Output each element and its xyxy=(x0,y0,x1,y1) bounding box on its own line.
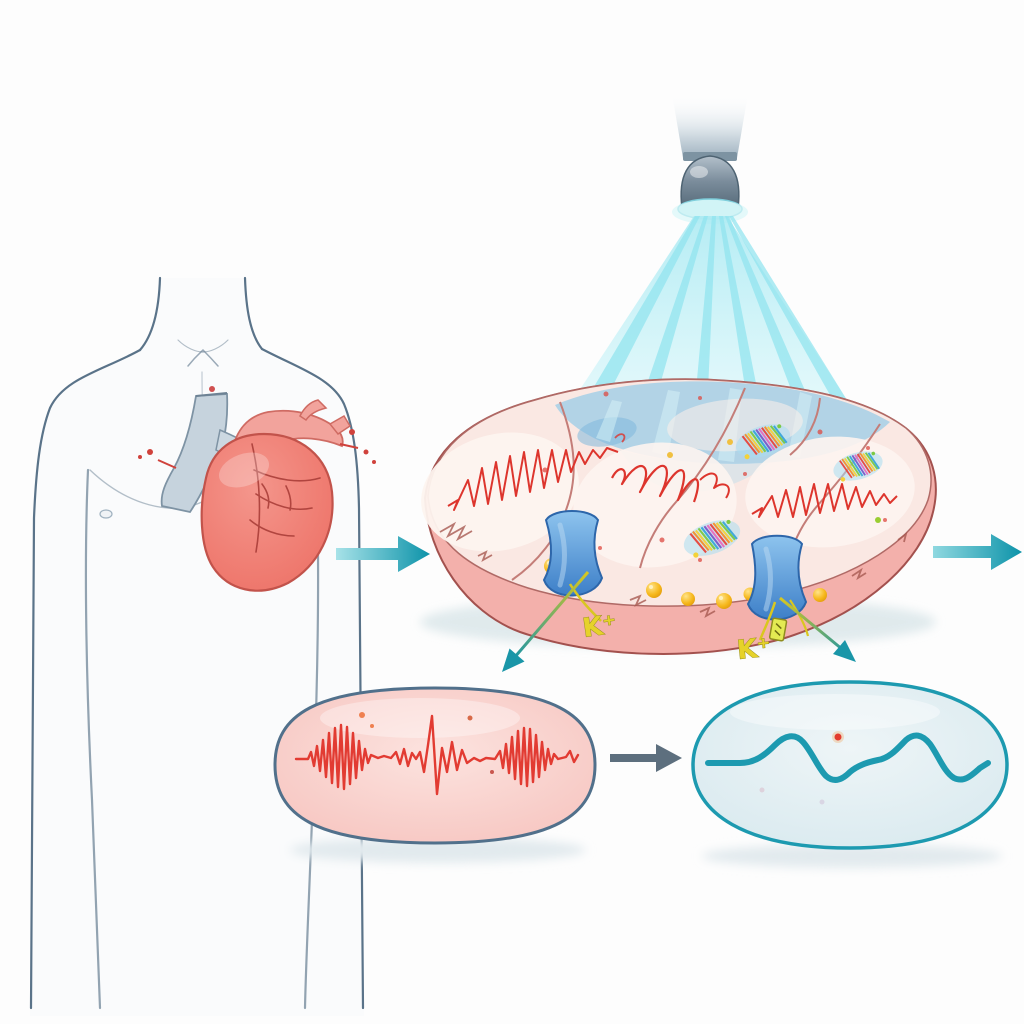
ion-badge xyxy=(768,617,788,642)
ion-channel-left xyxy=(542,510,604,597)
potassium-label-right: K⁺ xyxy=(736,633,773,666)
arrow-torso-to-tissue xyxy=(336,536,430,572)
dish-sinus-speck xyxy=(834,733,842,741)
heart-body xyxy=(200,432,334,592)
ion-channel-right xyxy=(746,534,808,621)
lamp-mount xyxy=(672,94,748,158)
arrow-dish-to-dish xyxy=(610,744,682,772)
arrowhead-to-pink-dish xyxy=(502,648,525,672)
tissue-slice xyxy=(420,378,937,655)
nipple-left xyxy=(99,509,113,519)
torso-outline xyxy=(29,276,365,1016)
electrical-scribbles xyxy=(447,433,898,518)
arrow-tissue-exit xyxy=(933,534,1022,570)
tissue-speckles xyxy=(542,391,887,562)
potassium-label-left: K⁺ xyxy=(581,610,619,644)
light-beams xyxy=(552,216,868,434)
waveform-fibrillation xyxy=(294,714,580,796)
potassium-annotations: K⁺ K⁺ xyxy=(502,571,856,672)
blood-splashes xyxy=(138,429,376,469)
light-source xyxy=(672,94,748,224)
coronary-vessels xyxy=(249,443,321,553)
dish-sinus xyxy=(691,680,1009,868)
heart xyxy=(138,386,376,592)
dish-fibrillation xyxy=(273,686,597,863)
dish-sinus-body xyxy=(691,680,1009,850)
arrowhead-to-blue-dish xyxy=(833,640,856,662)
dish-fibrillation-speckles xyxy=(359,712,494,774)
waveform-sinus xyxy=(705,732,991,783)
